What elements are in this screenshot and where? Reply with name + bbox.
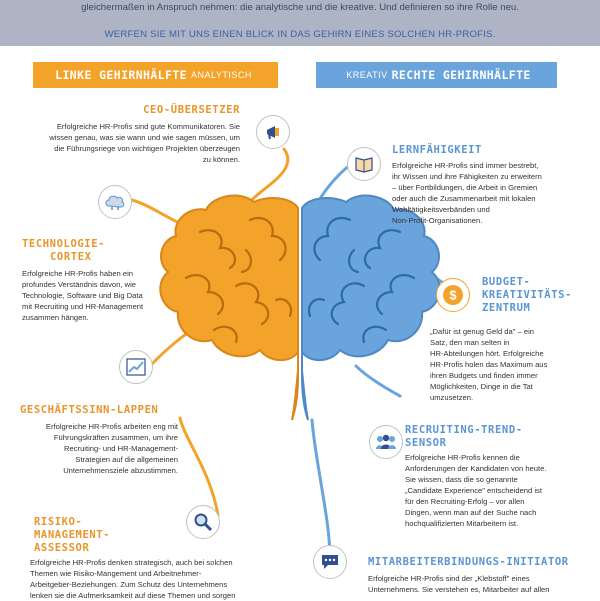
- book-icon: [347, 147, 381, 181]
- intro-callout: WERFEN SIE MIT UNS EINEN BLICK IN DAS GE…: [104, 29, 496, 40]
- retention-text: Erfolgreiche HR-Profis sind der „Klebsto…: [368, 574, 550, 594]
- right-brain-folds: [307, 216, 416, 344]
- left-banner-sub: ANALYTISCH: [190, 70, 252, 80]
- svg-text:$: $: [449, 288, 457, 303]
- ceo-text: Erfolgreiche HR-Profis sind gute Kommuni…: [49, 122, 240, 164]
- learn-text: Erfolgreiche HR-Profis sind immer bestre…: [392, 161, 542, 225]
- people-icon: [369, 425, 403, 459]
- right-banner-sub: KREATIV: [346, 70, 388, 80]
- left-brain-folds: [184, 216, 293, 344]
- left-brain-hemisphere: [159, 194, 299, 421]
- budget-title: BUDGET-KREATIVITÄTS-ZENTRUM: [482, 276, 572, 314]
- chat-icon: [313, 545, 347, 579]
- business-title: GESCHÄFTSSINN-LAPPEN: [20, 404, 159, 416]
- right-hemisphere-banner: KREATIV RECHTE GEHIRNHÄLFTE: [316, 62, 557, 88]
- retention-title: MITARBEITERBINDUNGS-INITIATOR: [368, 556, 569, 568]
- right-brain-hemisphere: [301, 194, 441, 421]
- risk-title: RISIKO-MANAGEMENT-ASSESSOR: [34, 516, 111, 554]
- intro-band: [0, 0, 600, 46]
- chart-icon: [119, 350, 153, 384]
- left-banner-title: LINKE GEHIRNHÄLFTE: [55, 68, 187, 82]
- recruiting-title: RECRUITING-TREND-SENSOR: [405, 424, 523, 449]
- learn-title: LERNFÄHIGKEIT: [392, 144, 482, 156]
- dollar-icon: $: [436, 278, 470, 312]
- risk-text: Erfolgreiche HR-Profis denken strategisc…: [30, 558, 236, 600]
- megaphone-icon: [256, 115, 290, 149]
- ceo-title: CEO-ÜBERSETZER: [143, 104, 240, 116]
- magnifier-icon: [186, 505, 220, 539]
- intro-text: gleichermaßen in Anspruch nehmen: die an…: [81, 2, 519, 13]
- cloud-icon: [98, 185, 132, 219]
- right-banner-title: RECHTE GEHIRNHÄLFTE: [391, 68, 531, 82]
- left-hemisphere-banner: LINKE GEHIRNHÄLFTE ANALYTISCH: [33, 62, 278, 88]
- tech-title: TECHNOLOGIE-CORTEX: [22, 238, 106, 263]
